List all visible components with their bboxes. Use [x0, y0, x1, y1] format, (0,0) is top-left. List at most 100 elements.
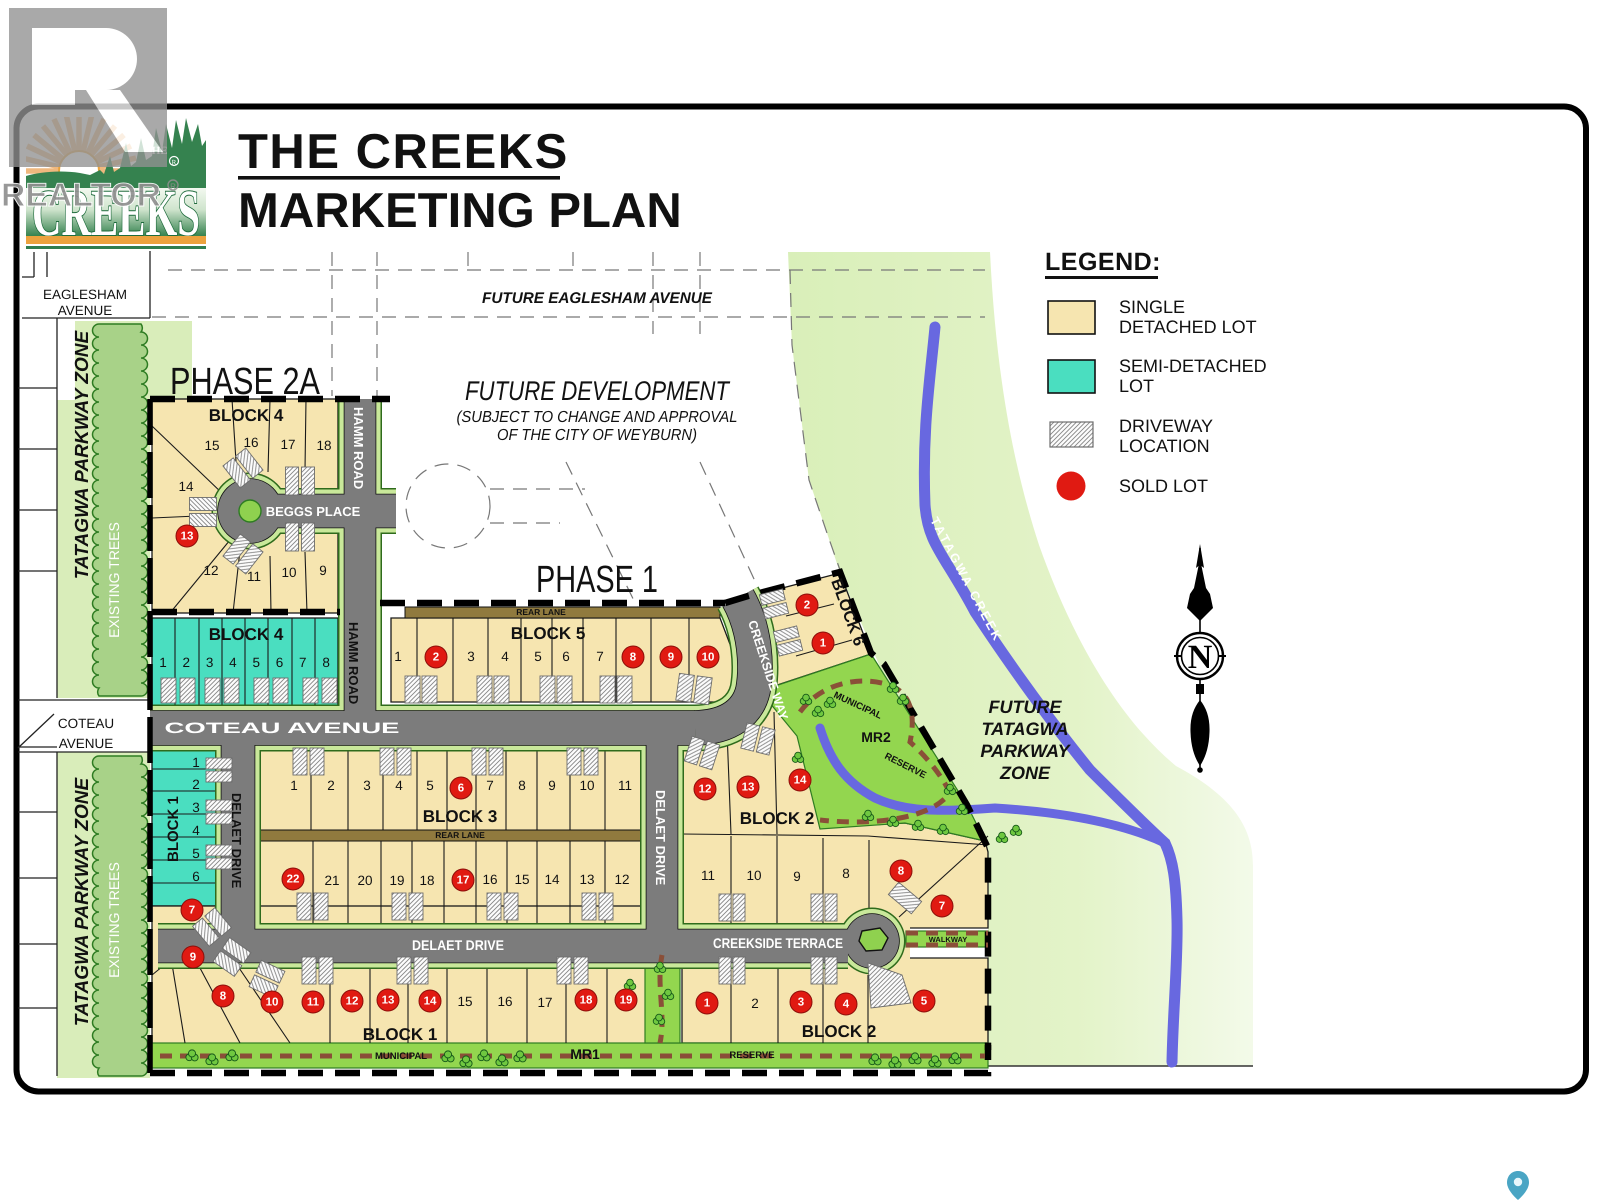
- svg-text:BLOCK 1: BLOCK 1: [363, 1025, 438, 1044]
- svg-text:14: 14: [178, 479, 194, 494]
- svg-text:21: 21: [324, 873, 339, 888]
- svg-text:BEGGS PLACE: BEGGS PLACE: [266, 504, 361, 519]
- svg-text:8: 8: [898, 866, 905, 878]
- svg-text:7: 7: [596, 649, 604, 664]
- svg-text:10: 10: [579, 778, 594, 793]
- svg-text:DELAET DRIVE: DELAET DRIVE: [653, 790, 668, 886]
- svg-text:MUNICIPAL: MUNICIPAL: [375, 1051, 427, 1062]
- svg-text:COTEAU AVENUE: COTEAU AVENUE: [165, 720, 400, 737]
- svg-text:1: 1: [394, 649, 402, 664]
- svg-text:1: 1: [290, 778, 298, 793]
- svg-text:18: 18: [580, 995, 593, 1007]
- svg-text:RESERVE: RESERVE: [729, 1050, 774, 1061]
- svg-text:12: 12: [346, 996, 359, 1008]
- svg-text:8: 8: [220, 991, 227, 1003]
- svg-text:DRIVEWAY: DRIVEWAY: [1119, 416, 1213, 436]
- svg-text:4: 4: [395, 778, 403, 793]
- svg-text:11: 11: [701, 868, 715, 883]
- svg-text:DETACHED LOT: DETACHED LOT: [1119, 317, 1257, 337]
- svg-text:19: 19: [389, 873, 404, 888]
- svg-text:PHASE 2A: PHASE 2A: [170, 361, 321, 403]
- svg-text:TATAGWA PARKWAY ZONE: TATAGWA PARKWAY ZONE: [72, 776, 93, 1026]
- svg-text:CREEKSIDE TERRACE: CREEKSIDE TERRACE: [713, 935, 843, 951]
- svg-text:BLOCK 3: BLOCK 3: [423, 807, 498, 826]
- svg-text:13: 13: [742, 782, 755, 794]
- svg-text:4: 4: [501, 649, 509, 664]
- svg-text:16: 16: [497, 994, 512, 1009]
- svg-text:9: 9: [668, 652, 674, 664]
- svg-text:REAR LANE: REAR LANE: [516, 607, 566, 617]
- svg-text:12: 12: [699, 784, 712, 796]
- svg-text:EAGLESHAM: EAGLESHAM: [43, 287, 127, 302]
- svg-text:BLOCK 4: BLOCK 4: [209, 625, 284, 644]
- svg-text:9: 9: [190, 952, 196, 964]
- svg-text:R: R: [170, 182, 176, 191]
- svg-text:N: N: [1188, 639, 1213, 676]
- svg-text:BLOCK 4: BLOCK 4: [209, 406, 284, 425]
- svg-text:14: 14: [794, 775, 807, 787]
- svg-text:2: 2: [192, 777, 200, 792]
- svg-text:TATAGWA: TATAGWA: [982, 719, 1069, 739]
- svg-text:1: 1: [704, 998, 711, 1010]
- svg-text:MARKETING PLAN: MARKETING PLAN: [238, 184, 682, 238]
- svg-text:3: 3: [206, 655, 214, 670]
- svg-text:4: 4: [192, 823, 200, 838]
- svg-text:5: 5: [252, 655, 260, 670]
- svg-text:13: 13: [382, 995, 395, 1007]
- svg-text:OF THE CITY OF WEYBURN): OF THE CITY OF WEYBURN): [497, 427, 697, 444]
- svg-text:13: 13: [579, 872, 594, 887]
- svg-text:15: 15: [514, 872, 529, 887]
- svg-text:18: 18: [419, 873, 434, 888]
- svg-text:HAMM ROAD: HAMM ROAD: [351, 407, 366, 489]
- svg-text:22: 22: [287, 874, 300, 886]
- svg-text:2: 2: [433, 652, 439, 664]
- svg-text:6: 6: [458, 783, 464, 795]
- svg-text:(SUBJECT TO CHANGE AND APPROVA: (SUBJECT TO CHANGE AND APPROVAL: [457, 409, 738, 426]
- svg-text:ZONE: ZONE: [999, 763, 1051, 783]
- svg-text:17: 17: [537, 995, 552, 1010]
- svg-text:11: 11: [247, 569, 261, 584]
- svg-text:3: 3: [467, 649, 475, 664]
- svg-text:6: 6: [276, 655, 284, 670]
- svg-text:11: 11: [618, 778, 632, 793]
- svg-text:20: 20: [357, 873, 372, 888]
- svg-text:PARKWAY: PARKWAY: [980, 741, 1071, 761]
- svg-text:MR2: MR2: [861, 729, 891, 745]
- svg-text:13: 13: [181, 531, 194, 543]
- svg-text:SEMI-DETACHED: SEMI-DETACHED: [1119, 356, 1267, 376]
- svg-text:DELAET DRIVE: DELAET DRIVE: [229, 793, 244, 889]
- svg-text:15: 15: [457, 994, 472, 1009]
- svg-text:1: 1: [192, 755, 200, 770]
- svg-text:1: 1: [159, 655, 167, 670]
- svg-text:4: 4: [843, 999, 850, 1011]
- svg-text:BLOCK 2: BLOCK 2: [802, 1022, 877, 1041]
- svg-text:FUTURE: FUTURE: [989, 697, 1063, 717]
- svg-text:EXISTING TREES: EXISTING TREES: [106, 522, 122, 638]
- svg-text:BLOCK 2: BLOCK 2: [740, 809, 815, 828]
- svg-text:COTEAU: COTEAU: [58, 716, 114, 731]
- svg-text:17: 17: [280, 437, 295, 452]
- svg-text:8: 8: [842, 866, 850, 881]
- svg-text:9: 9: [319, 563, 327, 578]
- svg-text:17: 17: [457, 875, 470, 887]
- svg-text:DELAET DRIVE: DELAET DRIVE: [412, 937, 504, 953]
- svg-text:AVENUE: AVENUE: [59, 736, 114, 751]
- svg-text:WALKWAY: WALKWAY: [929, 935, 967, 944]
- svg-text:5: 5: [921, 996, 928, 1008]
- svg-text:MR1: MR1: [570, 1046, 600, 1062]
- svg-text:FUTURE EAGLESHAM AVENUE: FUTURE EAGLESHAM AVENUE: [482, 290, 713, 307]
- svg-text:2: 2: [804, 600, 810, 612]
- svg-text:7: 7: [939, 901, 945, 913]
- svg-text:11: 11: [307, 997, 320, 1009]
- svg-text:5: 5: [426, 778, 434, 793]
- svg-text:R: R: [172, 159, 177, 167]
- svg-text:14: 14: [544, 872, 560, 887]
- svg-text:10: 10: [746, 868, 761, 883]
- svg-text:LOCATION: LOCATION: [1119, 436, 1210, 456]
- svg-text:PHASE 1: PHASE 1: [536, 559, 658, 601]
- svg-text:16: 16: [243, 435, 258, 450]
- svg-text:3: 3: [798, 997, 804, 1009]
- svg-text:8: 8: [518, 778, 526, 793]
- svg-text:10: 10: [266, 997, 279, 1009]
- svg-text:3: 3: [363, 778, 371, 793]
